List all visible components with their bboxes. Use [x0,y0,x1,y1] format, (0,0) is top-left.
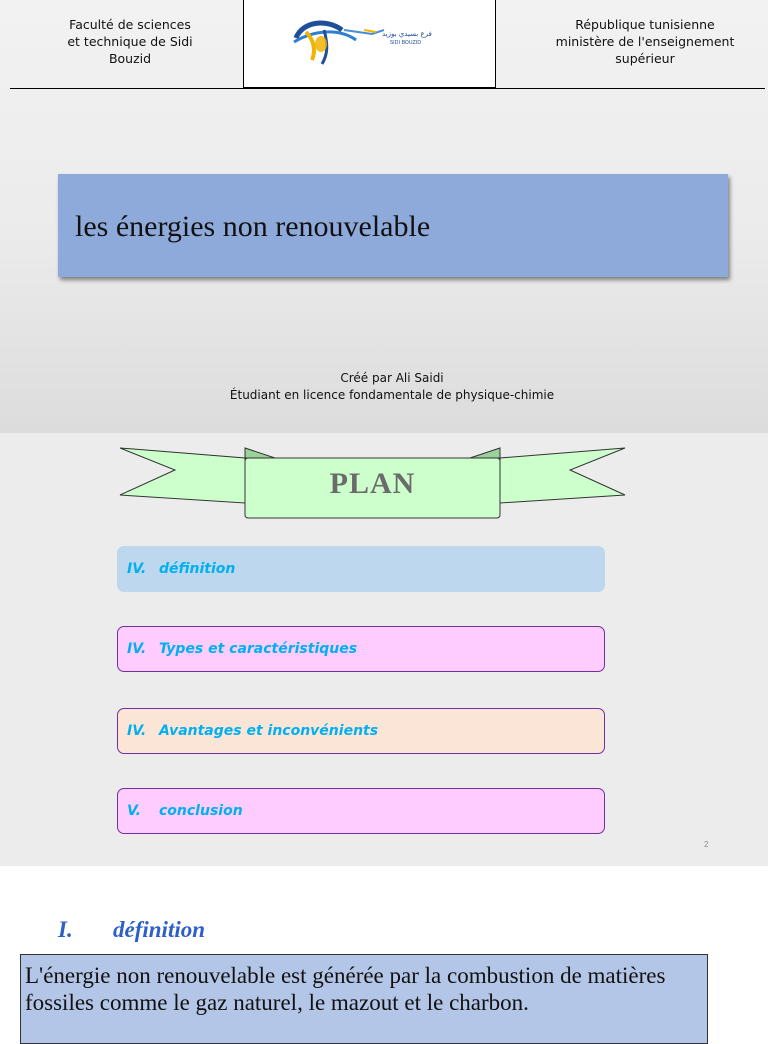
plan-item-number: IV. [127,641,147,657]
faculty-logo: فرع بسيدي بوزيد SIDI BOUZID [293,20,432,65]
plan-item-number: IV. [127,723,147,739]
section-title: définition [113,917,206,942]
plan-slide: PLAN IV. définition IV. Types et caracté… [0,433,768,866]
plan-item-number: V. [127,803,141,819]
plan-item-advantages: IV. Avantages et inconvénients [117,708,605,754]
plan-item-number: IV. [127,561,147,577]
logo-arabic-text: فرع بسيدي بوزيد [382,30,432,38]
plan-item-label: définition [159,561,236,577]
logo-latin-text: SIDI BOUZID [390,40,421,46]
faculty-header: Faculté de sciences et technique de Sidi… [30,16,230,67]
ministry-name: République tunisienne ministère de l'ens… [555,17,735,66]
plan-item-label: Avantages et inconvénients [159,723,379,739]
plan-item-label: Types et caractéristiques [159,641,358,657]
plan-item-types: IV. Types et caractéristiques [117,626,605,672]
plan-item-definition: IV. définition [117,546,605,592]
plan-item-label: conclusion [159,803,243,819]
definition-box: L'énergie non renouvelable est générée p… [20,954,708,1044]
author-info: Créé par Ali Saidi Étudiant en licence f… [0,370,768,404]
author-status: Étudiant en licence fondamentale de phys… [229,388,555,402]
title-box: les énergies non renouvelable [58,174,728,277]
logo-frame: فرع بسيدي بوزيد SIDI BOUZID [243,0,496,88]
header-divider [10,88,765,89]
slide-title: les énergies non renouvelable [75,210,431,243]
faculty-name: Faculté de sciences et technique de Sidi… [67,17,193,66]
definition-slide: I. définition L'énergie non renouvelable… [0,866,768,1044]
plan-item-conclusion: V. conclusion [117,788,605,834]
title-slide: Faculté de sciences et technique de Sidi… [0,0,768,433]
page-number: 2 [704,840,709,849]
ministry-header: République tunisienne ministère de l'ens… [530,16,760,67]
definition-text: L'énergie non renouvelable est générée p… [25,963,666,1015]
plan-ribbon [119,447,626,519]
section-number: I. [58,917,73,942]
plan-heading: PLAN [329,467,416,500]
author-name: Créé par Ali Saidi [340,371,444,385]
